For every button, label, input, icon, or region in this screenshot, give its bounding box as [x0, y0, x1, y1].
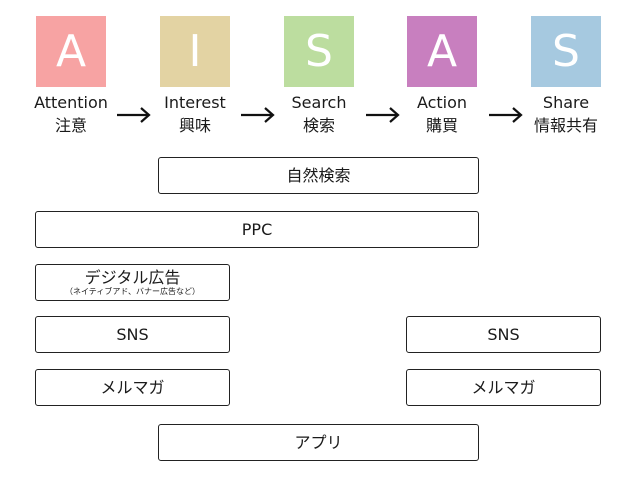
stage-label-en-share: Share: [542, 93, 590, 112]
stage-letter: S: [552, 25, 580, 77]
stage-label-en-attention: Attention: [34, 93, 108, 112]
stage-letter: A: [55, 25, 87, 77]
stage-label-jp-share: 情報共有: [533, 116, 598, 135]
channel-label: SNS: [487, 324, 520, 344]
stage-label-en-search: Search: [291, 93, 347, 112]
arrow-right-icon: [489, 107, 523, 123]
stage-block-interest: I: [160, 16, 230, 87]
stage-label-jp-attention: 注意: [54, 116, 87, 135]
arrow-right-icon: [241, 107, 275, 123]
channel-mailmag-left: メルマガ: [35, 369, 230, 406]
stage-label-en-action: Action: [416, 93, 468, 112]
arrow-right-icon: [117, 107, 151, 123]
stage-label-jp-interest: 興味: [178, 116, 211, 135]
channel-label: 自然検索: [286, 165, 351, 185]
channel-label: アプリ: [294, 432, 343, 452]
channel-label: SNS: [116, 324, 149, 344]
stage-label-en-interest: Interest: [164, 93, 226, 112]
stage-block-attention: A: [36, 16, 106, 87]
channel-sns-left: SNS: [35, 316, 230, 353]
stage-letter: I: [188, 25, 202, 77]
stage-block-share: S: [531, 16, 601, 87]
channel-natural-search: 自然検索: [158, 157, 479, 194]
channel-label: メルマガ: [100, 377, 165, 397]
stage-label-jp-search: 検索: [302, 116, 335, 135]
channel-digital-ad: デジタル広告 （ネイティブアド、バナー広告など）: [35, 264, 230, 301]
arrow-right-icon: [366, 107, 400, 123]
stage-block-search: S: [284, 16, 354, 87]
channel-mailmag-right: メルマガ: [406, 369, 601, 406]
stage-block-action: A: [407, 16, 477, 87]
channel-sns-right: SNS: [406, 316, 601, 353]
channel-label: PPC: [241, 219, 273, 239]
channel-note: （ネイティブアド、バナー広告など）: [64, 287, 201, 297]
stage-label-jp-action: 購買: [425, 116, 458, 135]
channel-ppc: PPC: [35, 211, 479, 248]
stage-letter: A: [426, 25, 458, 77]
stage-letter: S: [305, 25, 333, 77]
channel-app: アプリ: [158, 424, 479, 461]
channel-label: デジタル広告: [84, 267, 181, 287]
channel-label: メルマガ: [471, 377, 536, 397]
